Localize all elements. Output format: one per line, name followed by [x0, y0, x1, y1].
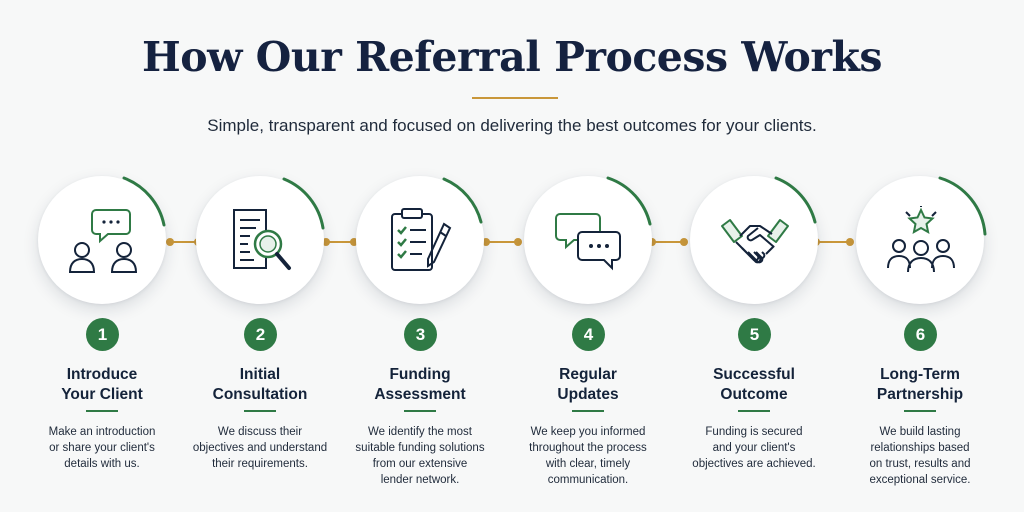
step-divider — [404, 410, 436, 412]
step-divider — [572, 410, 604, 412]
connector-dot — [322, 238, 330, 246]
connector-2-3 — [326, 241, 354, 243]
connector-1-2 — [170, 241, 198, 243]
step-number-badge: 5 — [738, 318, 771, 351]
connector-dot — [482, 238, 490, 246]
step-number-badge: 4 — [572, 318, 605, 351]
document-magnifier-icon — [233, 209, 291, 270]
page-title: How Our Referral Process Works — [142, 33, 882, 81]
step-divider — [738, 410, 770, 412]
step-circle — [688, 170, 824, 310]
step-circle — [36, 170, 172, 310]
connector-dot — [514, 238, 522, 246]
team-star-icon — [887, 206, 955, 273]
connector-dot — [846, 238, 854, 246]
step-circle — [854, 170, 990, 310]
step-number-badge: 6 — [904, 318, 937, 351]
step-circle — [194, 170, 330, 310]
connector-5-6 — [816, 241, 848, 243]
step-divider — [86, 410, 118, 412]
step-number-badge: 3 — [404, 318, 437, 351]
connector-dot — [680, 238, 688, 246]
connector-3-4 — [486, 241, 516, 243]
clipboard-checklist-icon — [391, 208, 452, 271]
connector-dot — [350, 238, 358, 246]
connector-4-5 — [652, 241, 682, 243]
connector-dot — [648, 238, 656, 246]
page-subtitle: Simple, transparent and focused on deliv… — [207, 116, 817, 135]
step-divider — [904, 410, 936, 412]
speech-bubbles-icon — [555, 213, 621, 271]
step-divider — [244, 410, 276, 412]
connector-dot — [166, 238, 174, 246]
step-circle — [522, 170, 658, 310]
step-circle — [354, 170, 490, 310]
handshake-icon — [721, 219, 789, 264]
step-number-badge: 1 — [86, 318, 119, 351]
step-number-badge: 2 — [244, 318, 277, 351]
title-divider — [472, 97, 558, 99]
chat-people-icon — [68, 209, 138, 273]
